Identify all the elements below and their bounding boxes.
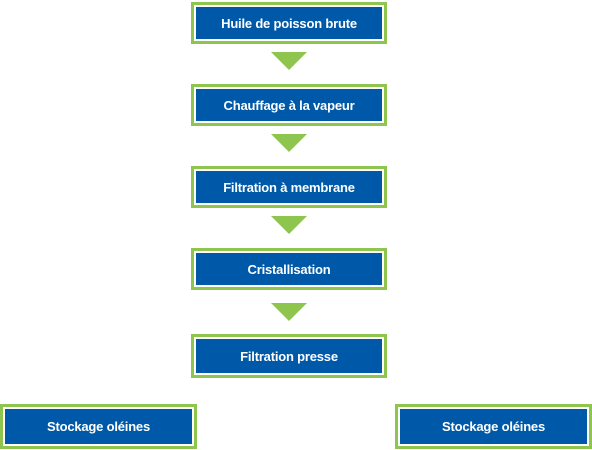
flow-arrow-down-icon <box>271 52 307 70</box>
step-membrane-filtration: Filtration à membrane <box>191 166 387 208</box>
step-label: Filtration presse <box>196 339 382 373</box>
step-raw-fish-oil: Huile de poisson brute <box>191 2 387 44</box>
step-press-filtration: Filtration presse <box>191 334 387 378</box>
output-label: Stockage oléines <box>400 409 587 444</box>
step-label: Chauffage à la vapeur <box>196 89 382 121</box>
output-storage-left: Stockage oléines <box>0 404 197 449</box>
step-label: Filtration à membrane <box>196 171 382 203</box>
output-storage-right: Stockage oléines <box>395 404 592 449</box>
flow-arrow-down-icon <box>271 134 307 152</box>
step-steam-heating: Chauffage à la vapeur <box>191 84 387 126</box>
output-label: Stockage oléines <box>5 409 192 444</box>
step-label: Huile de poisson brute <box>196 7 382 39</box>
step-crystallisation: Cristallisation <box>191 248 387 290</box>
flow-arrow-down-icon <box>271 303 307 321</box>
step-label: Cristallisation <box>196 253 382 285</box>
flow-arrow-down-icon <box>271 216 307 234</box>
